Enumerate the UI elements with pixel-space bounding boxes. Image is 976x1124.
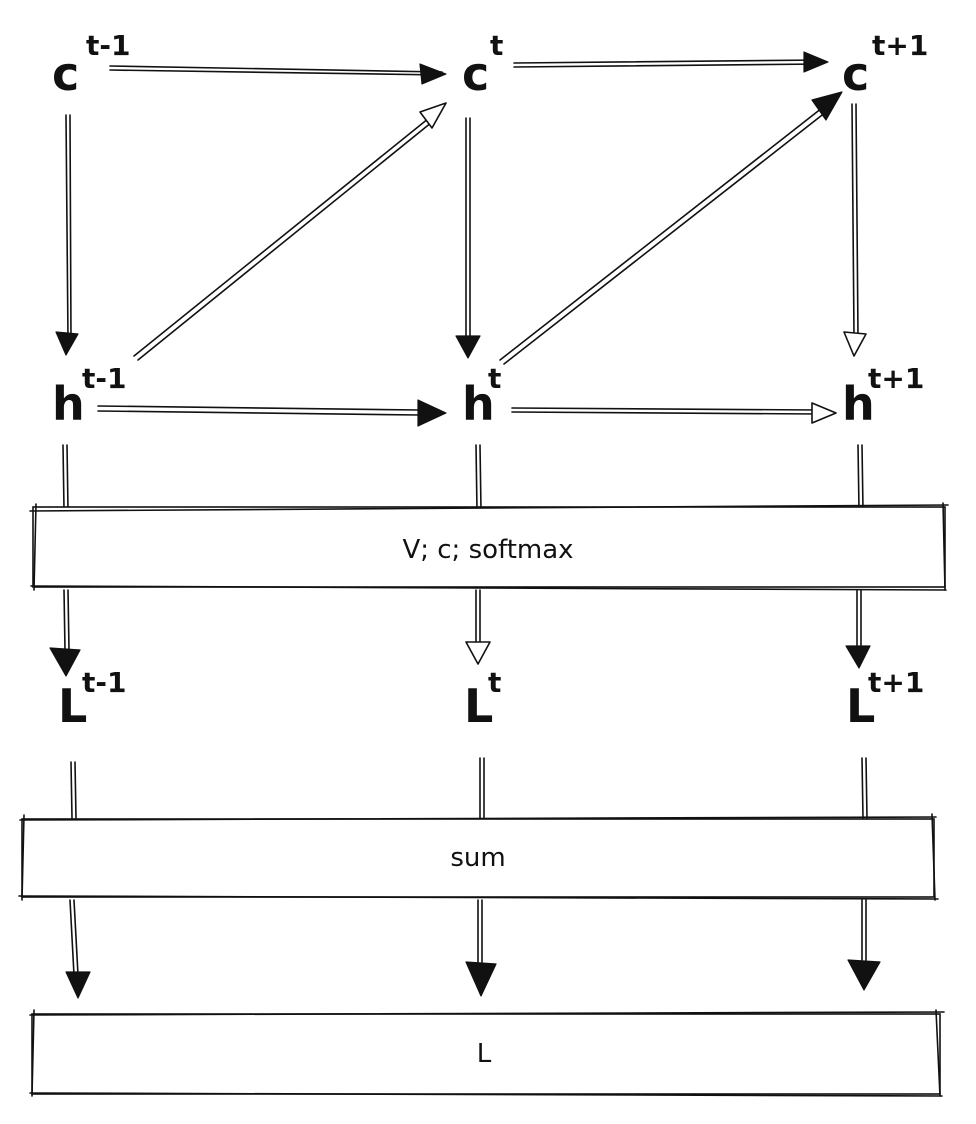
node-c-prev-base: c bbox=[52, 47, 79, 101]
node-l-curr: L t bbox=[464, 666, 501, 733]
arrow-sum-right-to-total bbox=[847, 899, 881, 991]
node-l-next-base: L bbox=[846, 679, 875, 733]
arrow-c-curr-to-c-next bbox=[513, 51, 829, 73]
node-c-curr: c t bbox=[462, 29, 503, 101]
arrow-c-next-to-h-next bbox=[843, 103, 867, 357]
node-l-prev-base: L bbox=[58, 679, 87, 733]
arrow-l-next-to-sum bbox=[861, 757, 868, 819]
node-h-curr-sup: t bbox=[488, 362, 501, 395]
node-h-next-base: h bbox=[842, 377, 875, 431]
node-c-next-sup: t+1 bbox=[872, 29, 928, 62]
node-l-prev: L t-1 bbox=[58, 666, 127, 733]
sum-box: sum bbox=[18, 813, 939, 901]
arrow-output-layer-to-l-prev bbox=[49, 589, 81, 677]
node-c-curr-base: c bbox=[462, 47, 489, 101]
total-loss-box: L bbox=[29, 1009, 945, 1097]
arrow-h-curr-to-output-layer bbox=[475, 444, 482, 511]
total-loss-label: L bbox=[477, 1039, 492, 1069]
node-l-curr-base: L bbox=[464, 679, 493, 733]
arrow-c-prev-to-h-prev bbox=[55, 114, 79, 356]
node-h-next-sup: t+1 bbox=[868, 362, 924, 395]
arrow-sum-left-to-total bbox=[65, 899, 91, 999]
arrow-h-prev-to-h-curr bbox=[97, 399, 447, 427]
node-h-next: h t+1 bbox=[842, 362, 924, 431]
arrow-h-next-to-output-layer bbox=[857, 444, 864, 511]
node-h-curr-base: h bbox=[462, 377, 495, 431]
arrow-c-prev-to-c-curr bbox=[109, 63, 447, 85]
arrow-h-curr-to-c-next bbox=[499, 91, 843, 365]
output-layer-box: V; c; softmax bbox=[29, 502, 949, 591]
node-l-prev-sup: t-1 bbox=[82, 666, 127, 699]
node-h-curr: h t bbox=[462, 362, 501, 431]
sum-label: sum bbox=[450, 843, 505, 873]
arrow-h-prev-to-c-curr bbox=[133, 102, 447, 361]
arrow-l-curr-to-sum bbox=[479, 757, 485, 819]
output-layer-label: V; c; softmax bbox=[402, 535, 573, 565]
node-c-prev-sup: t-1 bbox=[86, 29, 131, 62]
arrow-h-prev-to-output-layer bbox=[62, 444, 69, 511]
node-l-curr-sup: t bbox=[488, 666, 501, 699]
arrow-sum-center-to-total bbox=[465, 899, 497, 997]
node-c-next: c t+1 bbox=[842, 29, 928, 101]
node-l-next: L t+1 bbox=[846, 666, 924, 733]
node-c-prev: c t-1 bbox=[52, 29, 131, 101]
arrow-c-curr-to-h-curr bbox=[455, 117, 481, 359]
node-h-prev: h t-1 bbox=[52, 362, 127, 431]
arrow-output-layer-to-l-curr bbox=[465, 589, 491, 665]
node-h-prev-base: h bbox=[52, 377, 85, 431]
arrow-l-prev-to-sum bbox=[70, 761, 77, 819]
arrow-h-curr-to-h-next bbox=[511, 402, 837, 424]
node-c-curr-sup: t bbox=[490, 29, 503, 62]
node-h-prev-sup: t-1 bbox=[82, 362, 127, 395]
arrow-output-layer-to-l-next bbox=[845, 589, 871, 669]
node-c-next-base: c bbox=[842, 47, 869, 101]
node-l-next-sup: t+1 bbox=[868, 666, 924, 699]
